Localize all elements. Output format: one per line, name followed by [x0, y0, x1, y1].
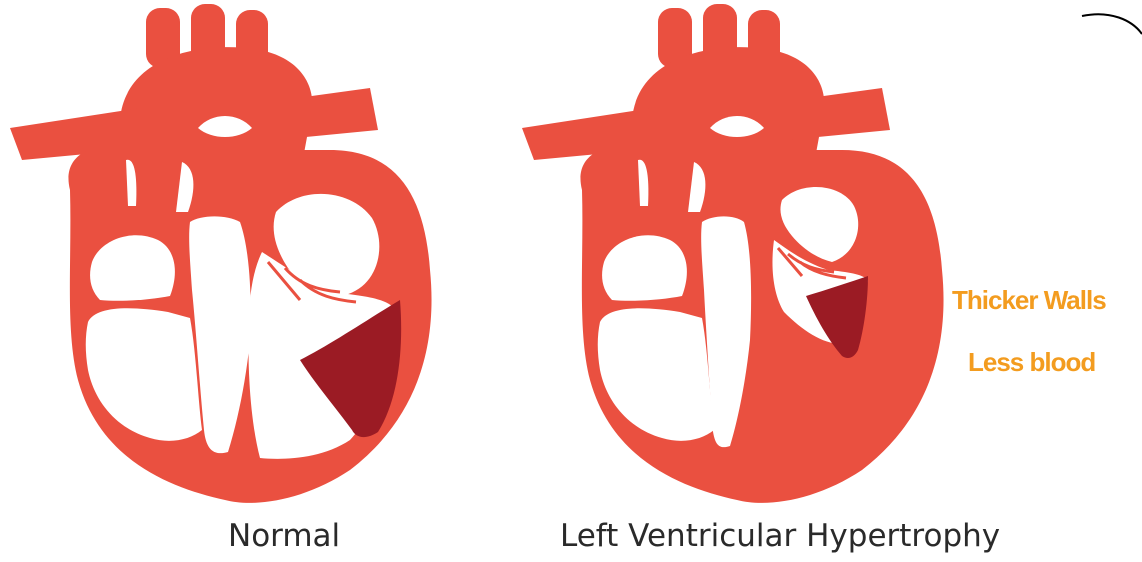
less-blood-callout: Less blood: [968, 347, 1095, 377]
normal-heart-label: Normal: [228, 518, 340, 554]
lvh-heart: [522, 4, 944, 503]
thicker-walls-callout: Thicker Walls: [952, 285, 1106, 315]
corner-arc: [1082, 14, 1142, 34]
lvh-heart-label: Left Ventricular Hypertrophy: [560, 518, 1000, 554]
normal-heart: [10, 4, 432, 503]
